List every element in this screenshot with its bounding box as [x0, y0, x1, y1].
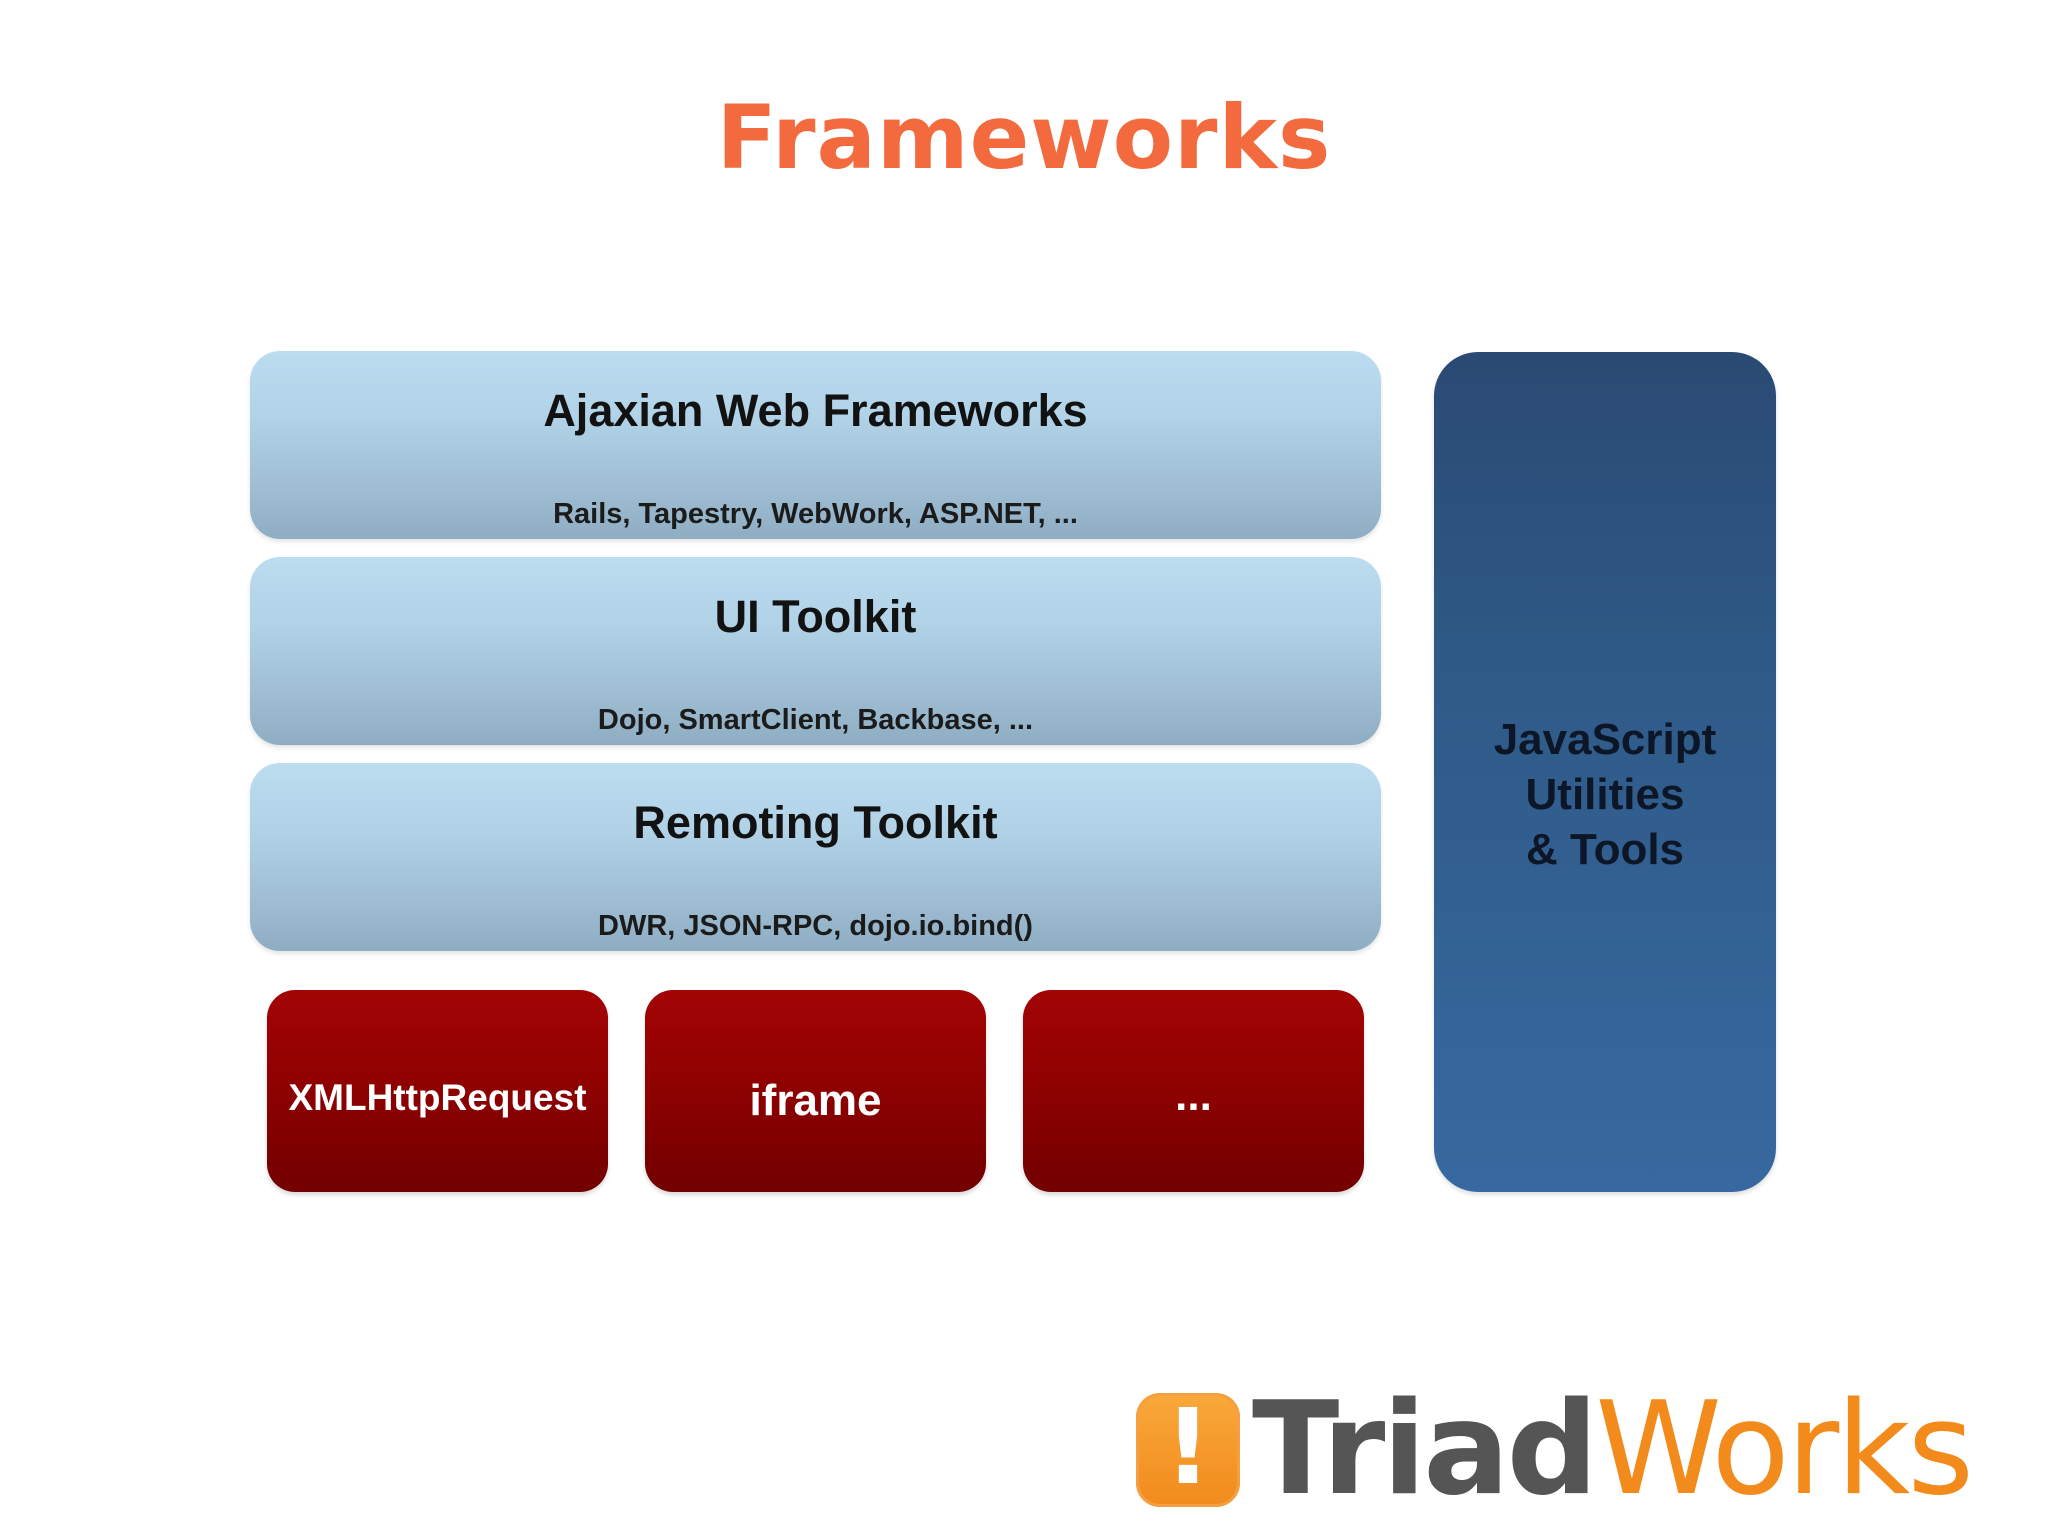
javascript-utilities-tools-label: JavaScript Utilities & Tools [1493, 715, 1717, 874]
remoting-toolkit-layer: Remoting Toolkit DWR, JSON-RPC, dojo.io.… [250, 763, 1381, 951]
javascript-utilities-tools-block: JavaScript Utilities & Tools [1434, 352, 1776, 1192]
slide-title: Frameworks [716, 86, 1332, 189]
logo-wordmark: TriadWorks [1252, 1375, 1974, 1525]
xmlhttprequest-block: XMLHttpRequest [267, 990, 608, 1192]
ui-toolkit-examples: Dojo, SmartClient, Backbase, ... [597, 704, 1034, 736]
remoting-toolkit-examples: DWR, JSON-RPC, dojo.io.bind() [598, 910, 1033, 942]
other-transports-block: ... [1023, 990, 1364, 1192]
logo-wordmark-works: Works [1595, 1375, 1974, 1524]
ui-toolkit-layer: UI Toolkit Dojo, SmartClient, Backbase, … [250, 557, 1381, 745]
logo-mark-glyph: ! [1164, 1386, 1212, 1508]
ajaxian-web-frameworks-layer: Ajaxian Web Frameworks Rails, Tapestry, … [250, 351, 1381, 539]
remoting-toolkit-title: Remoting Toolkit [633, 797, 998, 848]
triadworks-logo: ! TriadWorks [1136, 1375, 1986, 1524]
ajaxian-web-frameworks-title: Ajaxian Web Frameworks [543, 385, 1088, 436]
xmlhttprequest-label: XMLHttpRequest [288, 1077, 587, 1118]
other-transports-label: ... [1175, 1071, 1212, 1120]
logo-wordmark-triad: Triad [1252, 1375, 1598, 1524]
iframe-label: iframe [749, 1076, 882, 1125]
iframe-block: iframe [645, 990, 986, 1192]
exclamation-logo-icon: ! [1136, 1387, 1240, 1507]
ui-toolkit-title: UI Toolkit [714, 591, 917, 642]
ajaxian-web-frameworks-examples: Rails, Tapestry, WebWork, ASP.NET, ... [553, 498, 1078, 530]
